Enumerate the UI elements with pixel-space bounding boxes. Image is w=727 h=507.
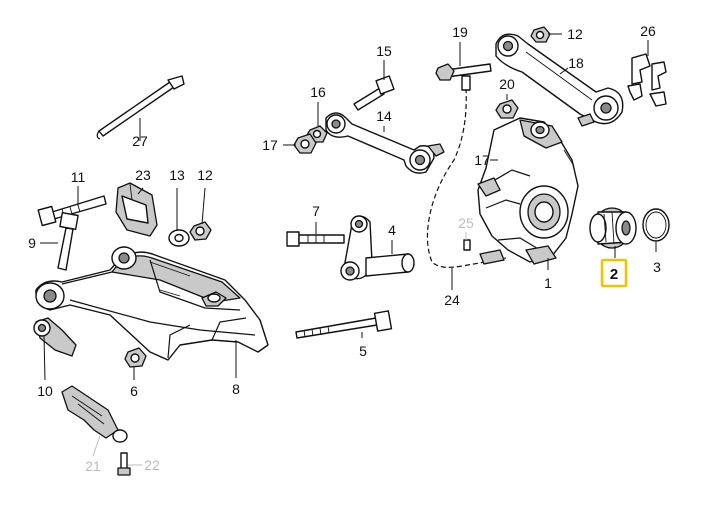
part-12-nut-right[interactable]: [530, 26, 551, 43]
callout-8: 8: [232, 381, 240, 397]
callout-27: 27: [132, 133, 148, 149]
part-24-sensor-cable[interactable]: [426, 75, 507, 268]
callout-2: 2: [610, 266, 618, 283]
part-9-bolt[interactable]: [57, 212, 79, 271]
callout-2-highlight[interactable]: 2: [600, 258, 628, 288]
part-8-rear-axle-carrier[interactable]: [35, 246, 269, 361]
leader-12-left: [201, 187, 206, 225]
part-26-clips[interactable]: [627, 53, 667, 107]
callout-3: 3: [653, 259, 661, 275]
part-4-link[interactable]: [340, 215, 415, 281]
leader-10: [43, 335, 46, 381]
part-23-bracket[interactable]: [115, 182, 158, 237]
callout-15: 15: [376, 43, 392, 59]
callout-16: 16: [310, 84, 326, 100]
callout-24: 24: [444, 292, 460, 308]
part-22-screw[interactable]: [117, 452, 131, 476]
leader-21: [92, 435, 101, 457]
part-12-nut-left[interactable]: [189, 221, 212, 241]
callout-17-left: 17: [262, 137, 278, 153]
callout-25: 25: [458, 215, 474, 231]
leader-18: [559, 67, 569, 75]
callout-10: 10: [37, 383, 53, 399]
callout-4: 4: [388, 222, 396, 238]
part-6-nut[interactable]: [124, 347, 147, 368]
callout-23: 23: [135, 167, 151, 183]
callout-19: 19: [452, 24, 468, 40]
part-25-sensor-bolt[interactable]: [463, 239, 471, 251]
callout-14: 14: [376, 108, 392, 124]
leader-23: [137, 187, 144, 195]
callout-21: 21: [85, 458, 101, 474]
callout-17-right: 17: [474, 152, 490, 168]
callout-12-left: 12: [197, 167, 213, 183]
callout-6: 6: [130, 383, 138, 399]
part-10-mount[interactable]: [33, 317, 77, 357]
part-27-cable-tie[interactable]: [96, 75, 185, 140]
part-13-washer[interactable]: [168, 229, 190, 247]
part-20-nut[interactable]: [495, 99, 519, 119]
part-14-control-arm[interactable]: [325, 112, 445, 174]
callout-12-right: 12: [567, 26, 583, 42]
part-15-bolt[interactable]: [353, 75, 395, 111]
callout-20: 20: [499, 76, 515, 92]
part-21-shield[interactable]: [61, 385, 128, 443]
part-3-circlip[interactable]: [642, 208, 670, 242]
callout-26: 26: [640, 23, 656, 39]
part-19-bolt[interactable]: [435, 63, 492, 81]
callout-7: 7: [312, 203, 320, 219]
callout-13: 13: [169, 167, 185, 183]
part-1-wheel-carrier[interactable]: [477, 117, 579, 265]
callout-22: 22: [144, 457, 160, 473]
part-7-bolt[interactable]: [286, 231, 345, 247]
part-18-upper-arm[interactable]: [495, 33, 624, 127]
highlight-box: [600, 258, 628, 288]
callout-5: 5: [359, 343, 367, 359]
callout-9: 9: [28, 235, 36, 251]
part-2-bushing[interactable]: [589, 207, 637, 249]
callout-11: 11: [71, 169, 86, 185]
part-5-long-bolt[interactable]: [295, 310, 393, 339]
callout-1: 1: [544, 275, 552, 291]
callout-18: 18: [568, 55, 584, 71]
